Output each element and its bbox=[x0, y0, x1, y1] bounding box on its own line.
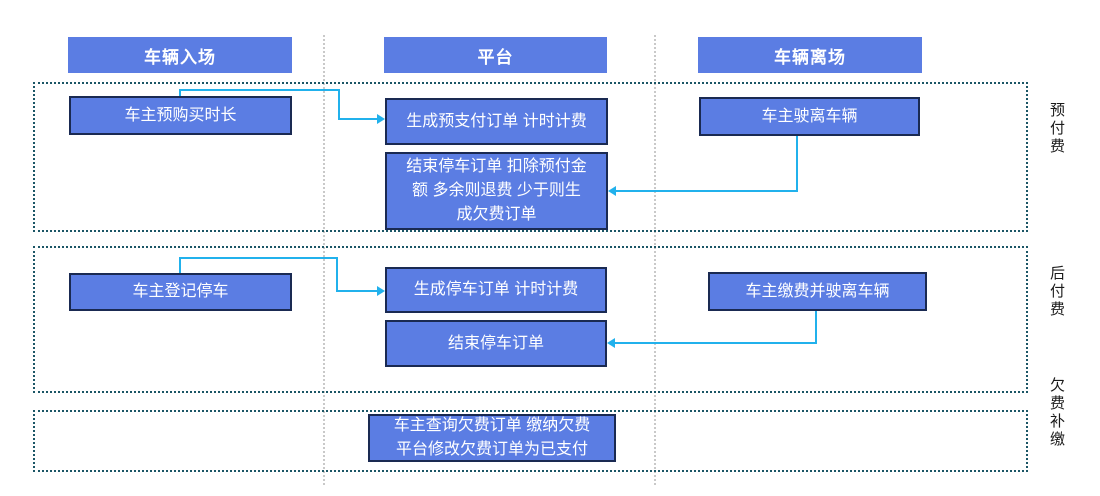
column-header-platform: 平台 bbox=[384, 37, 607, 73]
row-label-prepaid: 预付费 bbox=[1048, 102, 1065, 156]
section-arrears bbox=[33, 410, 1028, 472]
node-prepay-generate-order: 生成预支付订单 计时计费 bbox=[385, 98, 608, 145]
row-label-postpaid: 后付费 bbox=[1048, 265, 1065, 319]
node-prepay-settle-order: 结束停车订单 扣除预付金 额 多余则退费 少于则生 成欠费订单 bbox=[385, 152, 608, 230]
node-postpay-generate-order: 生成停车订单 计时计费 bbox=[385, 267, 607, 313]
node-prepay-vehicle-leave: 车主驶离车辆 bbox=[699, 97, 920, 136]
column-header-label: 车辆离场 bbox=[774, 47, 846, 67]
row-label-arrears: 欠费补缴 bbox=[1048, 377, 1065, 449]
node-postpay-register-parking: 车主登记停车 bbox=[69, 273, 292, 311]
node-arrears-repay: 车主查询欠费订单 缴纳欠费 平台修改欠费订单为已支付 bbox=[368, 414, 616, 462]
section-prepaid bbox=[33, 82, 1028, 232]
section-postpaid bbox=[33, 246, 1028, 393]
column-divider-right bbox=[654, 35, 656, 485]
column-header-label: 平台 bbox=[477, 47, 514, 67]
node-postpay-end-order: 结束停车订单 bbox=[385, 320, 607, 367]
column-header-vehicle-exit: 车辆离场 bbox=[698, 37, 922, 73]
node-prepay-purchase-duration: 车主预购买时长 bbox=[69, 96, 292, 135]
column-header-vehicle-entry: 车辆入场 bbox=[68, 37, 292, 73]
node-postpay-pay-and-leave: 车主缴费并驶离车辆 bbox=[708, 272, 927, 311]
column-header-label: 车辆入场 bbox=[144, 47, 216, 67]
